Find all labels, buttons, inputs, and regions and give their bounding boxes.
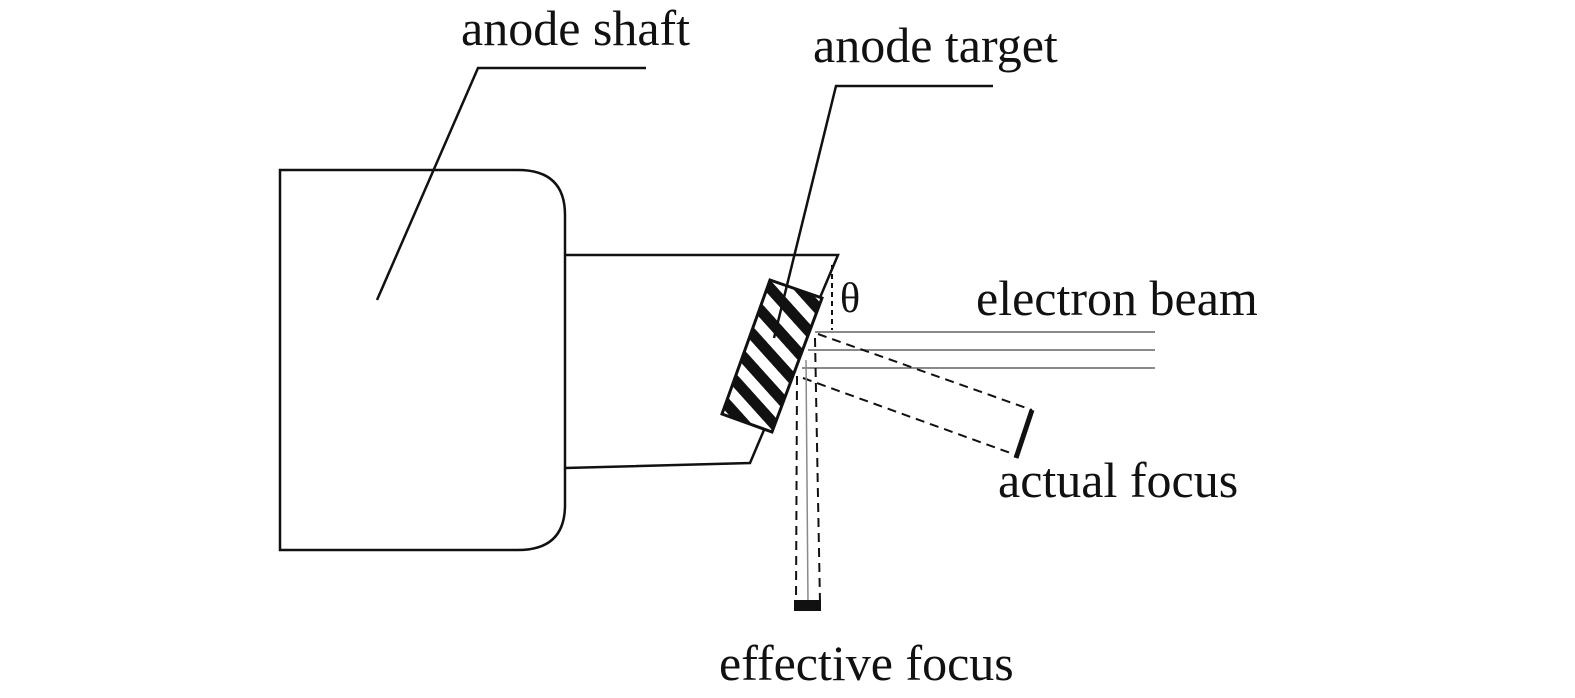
actual-focus-projection xyxy=(802,333,1033,456)
anode-shaft-body xyxy=(278,168,567,552)
anode-target-leader xyxy=(772,84,993,339)
anode-target-label: anode target xyxy=(813,17,1058,73)
anode-shaft-leader xyxy=(375,66,646,301)
actual-focus-label: actual focus xyxy=(998,452,1238,508)
anode-shaft-label: anode shaft xyxy=(461,0,690,56)
electron-beam-label: electron beam xyxy=(976,270,1258,326)
effective-focus-label: effective focus xyxy=(719,635,1014,691)
effective-focus-center-line xyxy=(805,359,809,604)
effective-focus-marker xyxy=(794,600,821,611)
theta-label: θ xyxy=(840,276,860,322)
electron-beam-lines xyxy=(802,331,1155,369)
actual-focus-marker xyxy=(1013,409,1035,459)
anode-target-block xyxy=(720,278,824,434)
effective-focus-projection xyxy=(795,337,821,604)
